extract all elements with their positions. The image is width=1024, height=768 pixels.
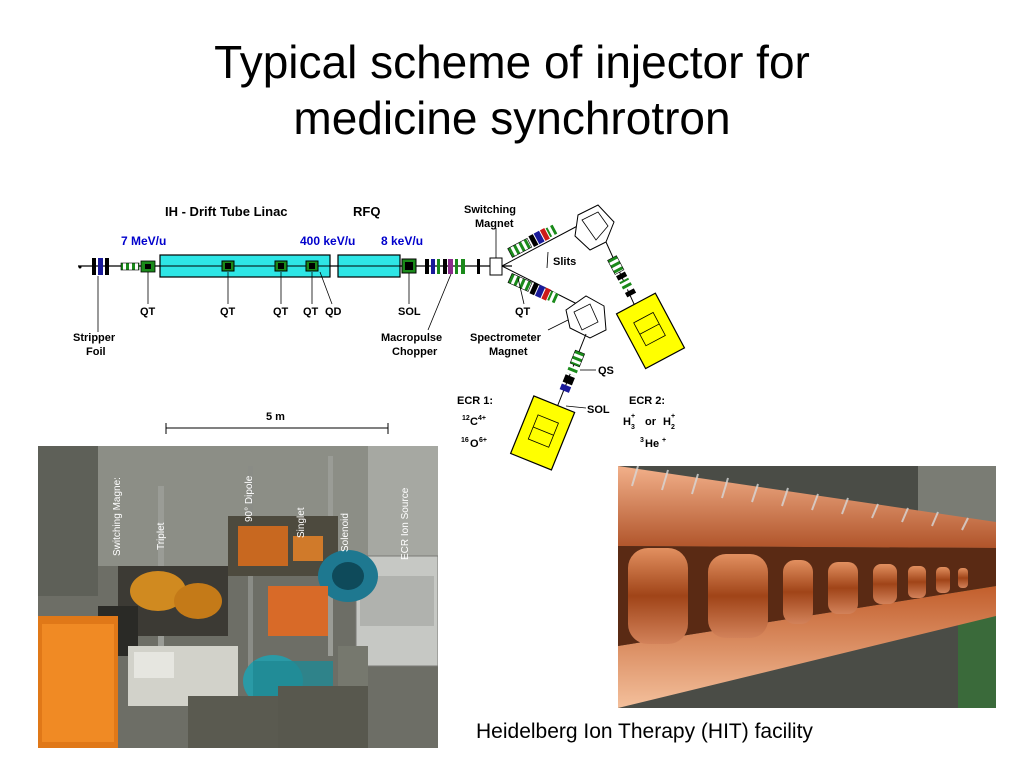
slits-label: Slits (553, 256, 576, 268)
qt-label-4: QT (303, 306, 319, 318)
ecr-1-c-charge: 4+ (478, 415, 486, 422)
macropulse-chopper-label-1: Macropulse (381, 332, 442, 344)
stripper-foil-label-1: Stripper (73, 332, 116, 344)
rfq-label: RFQ (353, 204, 380, 219)
sol-label-2: SOL (587, 404, 610, 416)
linac-label: IH - Drift Tube Linac (165, 204, 288, 219)
ecr-2-he: He (645, 438, 659, 450)
spectrometer-magnet-label-1: Spectrometer (470, 332, 542, 344)
upper-spectrometer-magnet (574, 204, 615, 251)
switching-magnet-label-1: Switching (464, 204, 516, 216)
photo-label-switching-magnet: Switching Magne: (112, 477, 123, 556)
title-line-2: medicine synchrotron (293, 92, 731, 144)
ecr-2-h3-plus: + (631, 413, 635, 420)
sol-label: SOL (398, 306, 421, 318)
lower-spectrometer-magnet (565, 295, 607, 339)
drift-tube-linac-photo (618, 466, 996, 708)
ecr-2-h2-plus: + (671, 413, 675, 420)
qt-label-1: QT (140, 306, 156, 318)
qt-label-5: QT (515, 306, 531, 318)
spectrometer-magnet-label-2: Magnet (489, 346, 528, 358)
energy-7-label: 7 MeV/u (121, 234, 166, 248)
stripper-foil-label-2: Foil (86, 346, 106, 358)
photo-caption: Heidelberg Ion Therapy (HIT) facility (476, 720, 813, 743)
ecr-1-c: C (470, 416, 478, 428)
qd-label: QD (325, 306, 342, 318)
photo-label-solenoid: Solenoid (340, 513, 351, 552)
ecr-1-o: O (470, 438, 479, 450)
ecr-1-title: ECR 1: (457, 395, 493, 407)
switching-magnet-label-2: Magnet (475, 218, 514, 230)
photo-label-singlet: Singlet (296, 507, 307, 538)
ecr-2-he-mass: 3 (640, 437, 644, 444)
ecr-2-h3-sub: 3 (631, 424, 635, 431)
ecr-2-h2-sub: 2 (671, 424, 675, 431)
stripper-element (92, 258, 96, 275)
photo-label-triplet: Triplet (156, 522, 167, 550)
qs-label: QS (598, 365, 614, 377)
switching-magnet (489, 257, 503, 276)
title-line-1: Typical scheme of injector for (214, 36, 810, 88)
scale-label: 5 m (266, 411, 285, 423)
macropulse-chopper-label-2: Chopper (392, 346, 438, 358)
ecr-2-he-charge: + (662, 437, 666, 444)
ecr-1-o-charge: 6+ (479, 437, 487, 444)
ecr-2-source (615, 292, 686, 370)
injector-hall-photo: Switching Magne: Triplet 90° Dipole Sing… (38, 446, 438, 748)
ecr-1-source (509, 395, 576, 471)
ecr-1-c-mass: 12 (462, 415, 470, 422)
photo-label-ecr-ion-source: ECR Ion Source (400, 487, 411, 560)
photo-label-90-dipole: 90° Dipole (244, 475, 255, 522)
qt-label-3: QT (273, 306, 289, 318)
ecr-2-h3: H (623, 416, 631, 428)
slide-title: Typical scheme of injector for medicine … (0, 34, 1024, 146)
ecr-1-o-mass: 16 (461, 437, 469, 444)
energy-400-label: 400 keV/u (300, 234, 355, 248)
energy-8-label: 8 keV/u (381, 234, 423, 248)
ecr-2-or: or (645, 416, 657, 428)
ecr-2-title: ECR 2: (629, 395, 665, 407)
qt-label-2: QT (220, 306, 236, 318)
ecr-2-h2: H (663, 416, 671, 428)
